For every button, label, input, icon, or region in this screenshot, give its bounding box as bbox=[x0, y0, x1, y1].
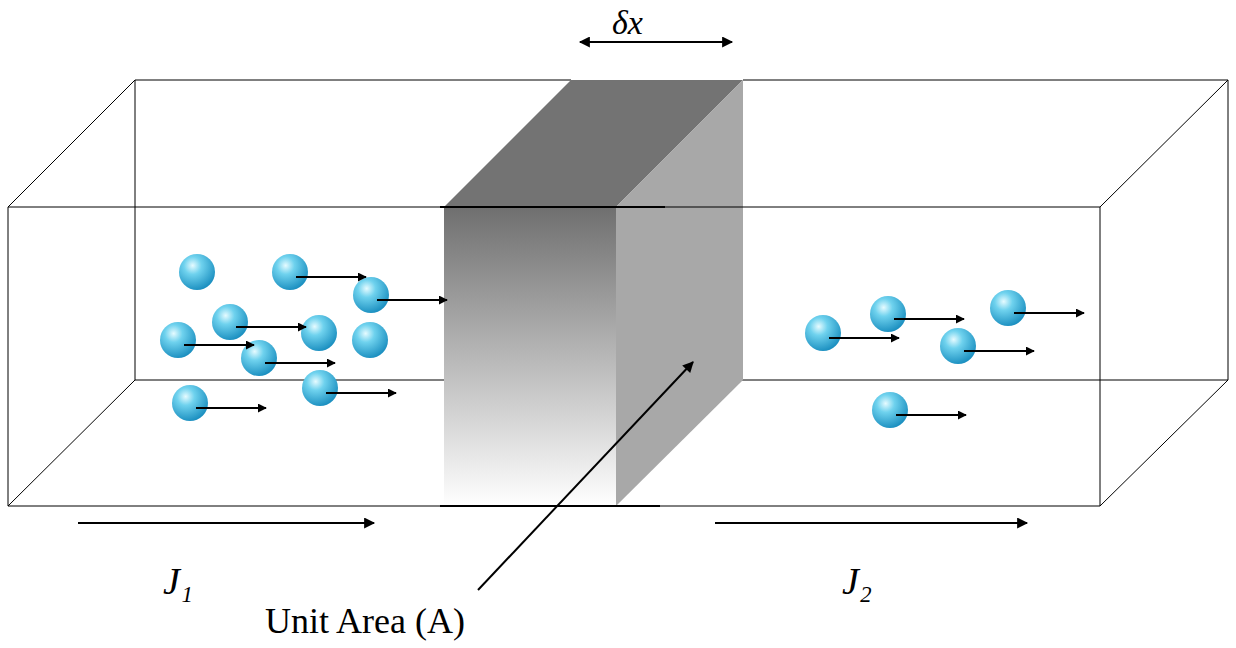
particle bbox=[179, 254, 215, 290]
velocity-arrow bbox=[184, 344, 254, 346]
particles bbox=[160, 254, 1084, 428]
particle bbox=[940, 328, 976, 364]
particle bbox=[805, 315, 841, 351]
velocity-arrow bbox=[265, 362, 335, 364]
flux-arrow bbox=[715, 522, 1027, 524]
leader-line bbox=[478, 362, 693, 590]
velocity-arrow bbox=[1014, 312, 1084, 314]
dimension-label: δx bbox=[612, 6, 643, 40]
particle bbox=[160, 322, 196, 358]
area-label: Unit Area (A) bbox=[265, 603, 465, 639]
flux-label: J₂ bbox=[842, 562, 872, 600]
velocity-arrow bbox=[377, 299, 447, 301]
velocity-arrow bbox=[236, 326, 306, 328]
velocity-arrow bbox=[896, 414, 966, 416]
particle bbox=[172, 385, 208, 421]
particle bbox=[212, 304, 248, 340]
velocity-arrow bbox=[326, 392, 396, 394]
particle bbox=[870, 296, 906, 332]
particle bbox=[302, 370, 338, 406]
dimension-arrow bbox=[580, 41, 732, 43]
velocity-arrow bbox=[196, 407, 266, 409]
particle bbox=[353, 277, 389, 313]
flux-arrow bbox=[78, 522, 374, 524]
flux-label: J₁ bbox=[163, 562, 193, 600]
particle bbox=[301, 315, 337, 351]
velocity-arrow bbox=[829, 337, 899, 339]
velocity-arrow bbox=[894, 318, 964, 320]
particle bbox=[272, 254, 308, 290]
unit-area-slab bbox=[440, 80, 743, 506]
particle bbox=[990, 290, 1026, 326]
particle bbox=[352, 322, 388, 358]
box-outline bbox=[8, 207, 1100, 506]
particle bbox=[872, 392, 908, 428]
velocity-arrow bbox=[296, 276, 366, 278]
velocity-arrow bbox=[964, 350, 1034, 352]
